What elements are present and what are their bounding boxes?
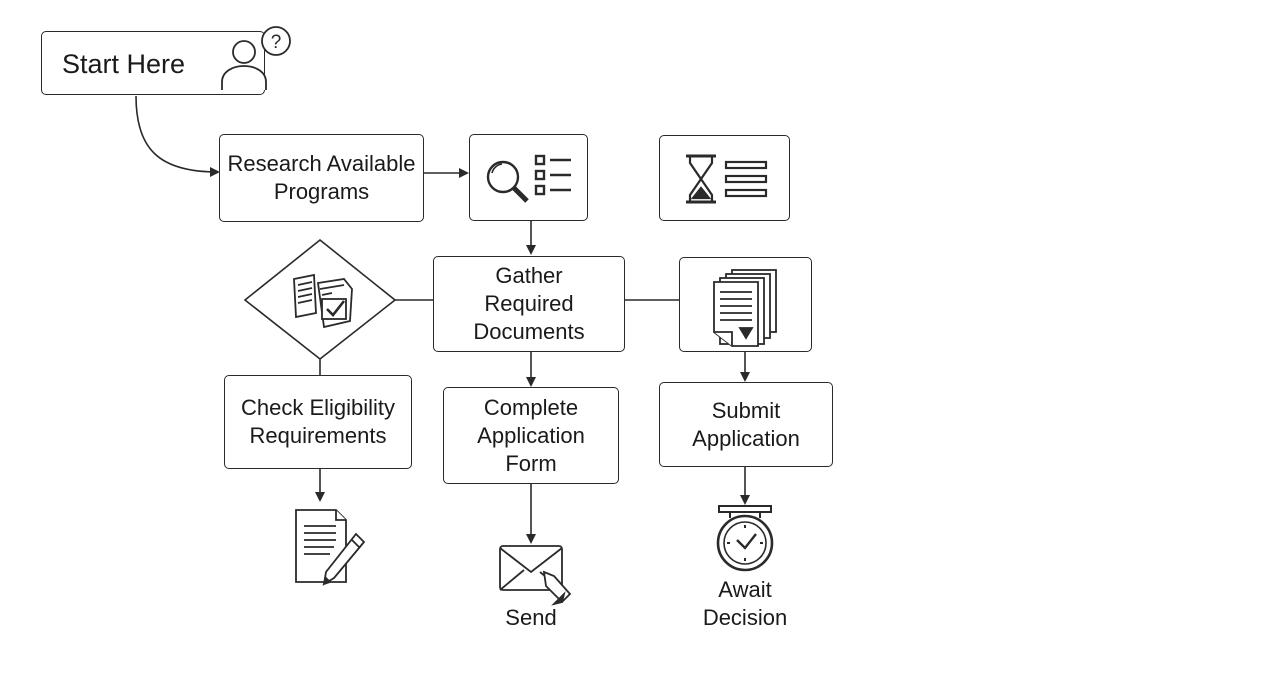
step-research-label: Research Available Programs	[227, 151, 416, 204]
research-icon-box	[469, 134, 588, 221]
person-question-icon: ?	[221, 26, 291, 90]
svg-text:?: ?	[271, 32, 282, 53]
stopwatch-icon	[716, 505, 774, 572]
eligibility-decision-diamond[interactable]	[244, 239, 396, 361]
documents-icon-box	[679, 257, 812, 352]
outcome-await-label: Await Decision	[702, 577, 788, 630]
step-submit-application[interactable]: Submit Application	[659, 382, 833, 467]
step-submit-label: Submit Application	[692, 397, 800, 451]
step-gather-label: Gather Required Documents	[473, 263, 585, 344]
step-check-eligibility[interactable]: Check Eligibility Requirements	[224, 375, 412, 469]
step-gather-documents[interactable]: Gather Required Documents	[433, 256, 625, 352]
step-research-programs[interactable]: Research Available Programs	[219, 134, 424, 222]
step-complete-form[interactable]: Complete Application Form	[443, 387, 619, 484]
document-stack-icon	[713, 269, 777, 347]
wait-icon-box	[659, 135, 790, 221]
step-eligibility-label: Check Eligibility Requirements	[240, 395, 396, 448]
connector-start-to-research	[135, 95, 220, 177]
checked-documents-icon	[293, 273, 353, 329]
start-label: Start Here	[62, 49, 186, 79]
document-pen-icon	[295, 509, 366, 586]
hourglass-list-icon	[686, 154, 768, 204]
outcome-send-label: Send	[505, 605, 557, 630]
step-complete-form-label: Complete Application Form	[477, 394, 585, 476]
magnifier-list-icon	[486, 154, 571, 203]
envelope-icon	[499, 545, 572, 606]
